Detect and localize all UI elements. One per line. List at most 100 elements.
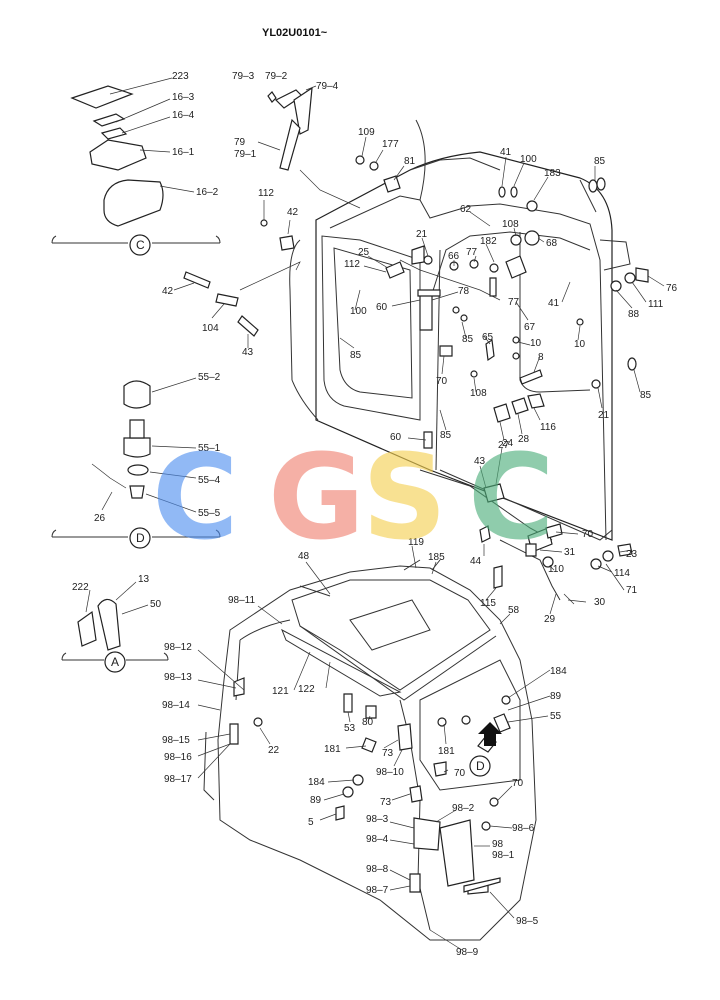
callout-22: 22 — [268, 745, 280, 756]
callout-80: 80 — [362, 717, 374, 728]
callout-79-2: 79–2 — [265, 71, 288, 82]
callout-98-4: 98–4 — [366, 834, 389, 845]
callout-108-a: 108 — [502, 219, 519, 230]
callout-108-b: 108 — [470, 388, 487, 399]
callout-5: 5 — [308, 817, 314, 828]
callout-55-4: 55–4 — [198, 475, 221, 486]
callout-111: 111 — [648, 299, 664, 310]
callout-62: 62 — [460, 204, 472, 215]
callout-58: 58 — [508, 605, 520, 616]
section-c-marker — [129, 234, 151, 256]
part-16-2 — [103, 179, 164, 227]
callout-100-a: 100 — [520, 154, 537, 165]
callout-67: 67 — [524, 322, 536, 333]
callout-182: 182 — [480, 236, 497, 247]
callout-98-13: 98–13 — [164, 672, 192, 683]
callout-70-b: 70 — [582, 529, 594, 540]
callout-70-d: 70 — [512, 778, 524, 789]
callout-112-a: 112 — [258, 188, 274, 199]
callout-185: 185 — [428, 552, 445, 563]
callout-116: 116 — [540, 422, 556, 433]
callout-85-b: 85 — [350, 350, 362, 361]
callout-98-6: 98–6 — [512, 823, 535, 834]
callout-222: 222 — [72, 582, 89, 593]
callout-53: 53 — [344, 723, 356, 734]
callout-88: 88 — [628, 309, 640, 320]
callout-109: 109 — [358, 127, 375, 138]
part-79 — [279, 118, 301, 171]
part-16-1 — [89, 139, 147, 171]
callout-8: 8 — [538, 352, 544, 363]
callout-41-a: 41 — [500, 147, 512, 158]
callout-85-d: 85 — [640, 390, 652, 401]
callout-60-b: 60 — [390, 432, 402, 443]
part-222 — [77, 610, 97, 647]
lower-cab — [203, 559, 537, 941]
callout-98-10: 98–10 — [376, 767, 404, 778]
section-d2-letter: D — [476, 759, 485, 773]
callout-16-1: 16–1 — [172, 147, 195, 158]
callout-223: 223 — [172, 71, 189, 82]
callout-98-15: 98–15 — [162, 735, 190, 746]
callout-98-1: 98–1 — [492, 850, 515, 861]
callout-110: 110 — [548, 564, 564, 575]
part-79-3 — [267, 91, 277, 103]
callout-28: 28 — [518, 434, 530, 445]
callout-77-b: 77 — [508, 297, 520, 308]
callout-70-c: 70 — [454, 768, 466, 779]
callout-79-4: 79–4 — [316, 81, 339, 92]
callout-60-a: 60 — [376, 302, 388, 313]
part-79-4 — [293, 86, 313, 135]
callout-16-2: 16–2 — [196, 187, 219, 198]
part-55-1 — [123, 437, 151, 458]
callout-41-b: 41 — [548, 298, 560, 309]
watermark-letter-c2: C — [468, 428, 555, 566]
callout-13: 13 — [138, 574, 150, 585]
callout-184-a: 184 — [550, 666, 567, 677]
callout-26: 26 — [94, 513, 106, 524]
section-a-letter: A — [111, 655, 119, 669]
callout-184-b: 184 — [308, 777, 325, 788]
callout-79: 79 — [234, 137, 246, 148]
callout-114: 114 — [614, 568, 630, 579]
callout-31: 31 — [564, 547, 576, 558]
callout-104: 104 — [202, 323, 219, 334]
callout-30: 30 — [594, 597, 606, 608]
callout-183: 183 — [544, 168, 561, 179]
callout-89-a: 89 — [550, 691, 562, 702]
callout-48: 48 — [298, 551, 310, 562]
part-42-left — [183, 271, 211, 289]
callout-98: 98 — [492, 839, 504, 850]
upper-leaders — [339, 136, 665, 615]
callout-27: 27 — [498, 440, 510, 451]
callout-78: 78 — [458, 286, 470, 297]
watermark: C G S C — [152, 428, 555, 566]
callout-98-2: 98–2 — [452, 803, 475, 814]
part-43 — [237, 315, 259, 337]
section-d-marker — [129, 527, 151, 549]
callout-85-c: 85 — [462, 334, 474, 345]
callout-115: 115 — [480, 598, 496, 609]
part-98-3 — [413, 817, 441, 851]
callout-10-a: 10 — [530, 338, 542, 349]
callout-21-a: 21 — [416, 229, 428, 240]
callout-25: 25 — [358, 247, 370, 258]
wiper-group — [173, 85, 317, 348]
callout-16-4: 16–4 — [172, 110, 195, 121]
part-13 — [97, 598, 121, 651]
callout-181-a: 181 — [324, 744, 341, 755]
callout-85-a: 85 — [594, 156, 606, 167]
callout-98-11: 98–11 — [228, 595, 256, 606]
callout-21-b: 21 — [598, 410, 610, 421]
part-16-4 — [100, 127, 128, 140]
watermark-letter-c1: C — [152, 428, 239, 566]
part-55-4 — [127, 464, 149, 476]
callout-119: 119 — [408, 537, 424, 548]
callout-24: 24 — [502, 438, 514, 449]
part-98-bracket — [439, 819, 475, 887]
watermark-letter-g: G — [268, 428, 365, 566]
part-55-5 — [129, 485, 145, 499]
callout-89-b: 89 — [310, 795, 322, 806]
callout-85-e: 85 — [440, 430, 452, 441]
